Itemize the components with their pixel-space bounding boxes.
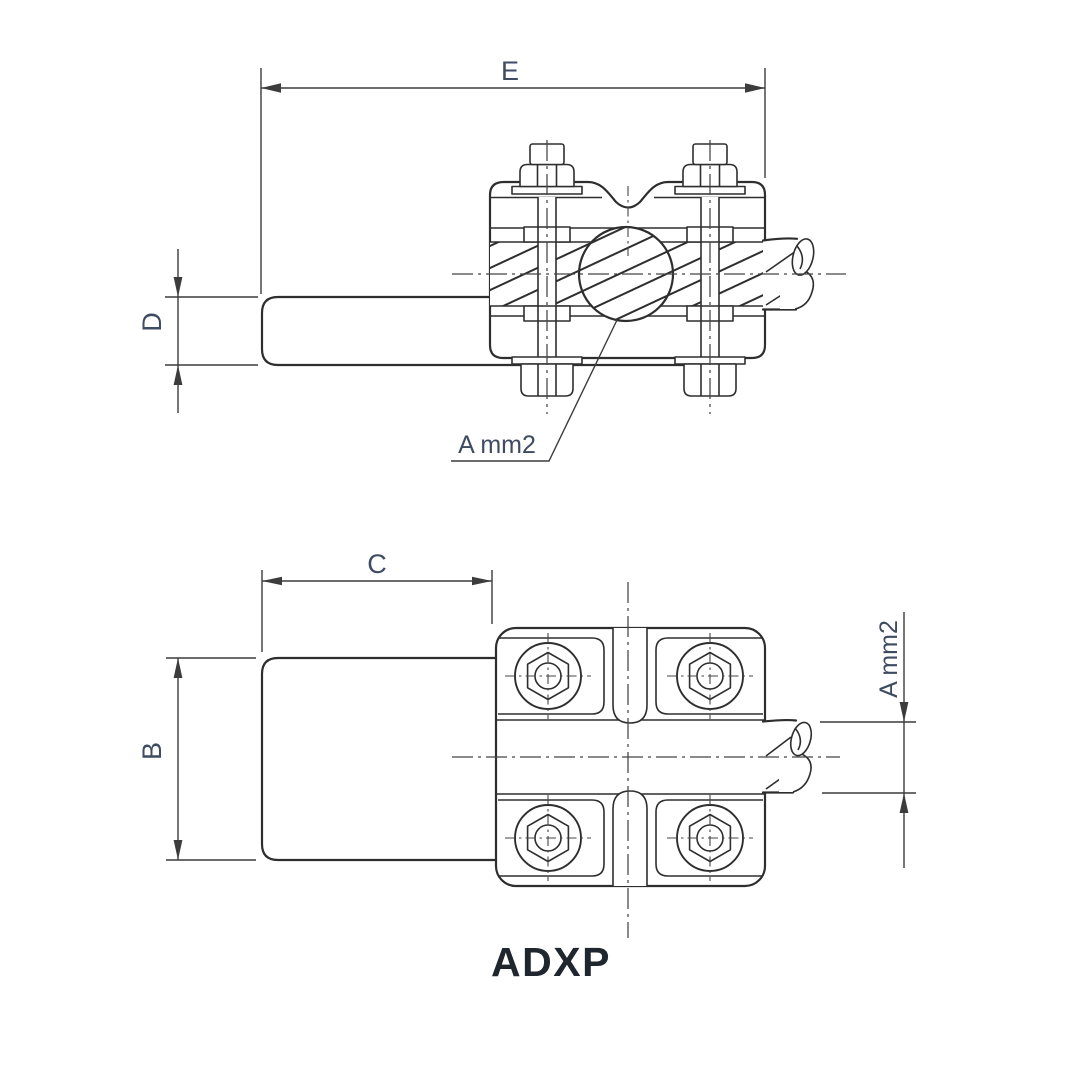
dim-c-extension-lines [261,570,493,652]
bar-outline [260,295,714,367]
dimension-e: E [260,56,766,294]
dim-a-label: A mm2 [875,620,903,698]
callout-label: A mm2 [458,431,536,459]
dim-b-extension-lines [166,657,256,861]
conductor-stub-end-bulge-fill [780,268,814,309]
dim-e-extension-lines [260,68,766,294]
plan-view: C B A mm2 ADXP [137,549,916,985]
dim-d-extension-lines [165,296,258,366]
dim-d-label: D [137,312,167,332]
conductor-stub-end-bulge-fill [779,752,812,792]
dim-c-label: C [367,549,387,579]
drawing-title: ADXP [491,939,611,985]
conductor-callout: A mm2 [451,319,618,462]
dimension-a: A mm2 [820,612,916,868]
conductor-end-twist [794,727,802,751]
conductor-stub-end-bulge [794,267,815,310]
bolt-pocket-top-left [498,637,605,715]
conductor-end-twist [796,245,804,270]
bar-fill [262,297,492,365]
dim-b-label: B [137,742,167,760]
dimension-c: C [261,549,493,652]
bolt-pocket-bottom-left [498,799,605,877]
center-slot-bottom [612,790,648,886]
dimension-b: B [137,657,256,861]
dim-a-extension-lines [820,721,916,794]
conductor-stub-edges [761,237,799,311]
callout-leader-line [451,319,618,462]
center-slot-top [612,628,648,724]
dimension-d: D [137,249,258,413]
side-view: E D A mm2 [137,56,846,462]
bolt-pocket-bottom-right [655,799,763,877]
dim-e-label: E [501,56,519,86]
bar-fill [262,658,496,860]
conductor-stub-edges [761,718,798,794]
bolt-pocket-top-right [655,637,763,715]
bar-outline [260,656,498,862]
